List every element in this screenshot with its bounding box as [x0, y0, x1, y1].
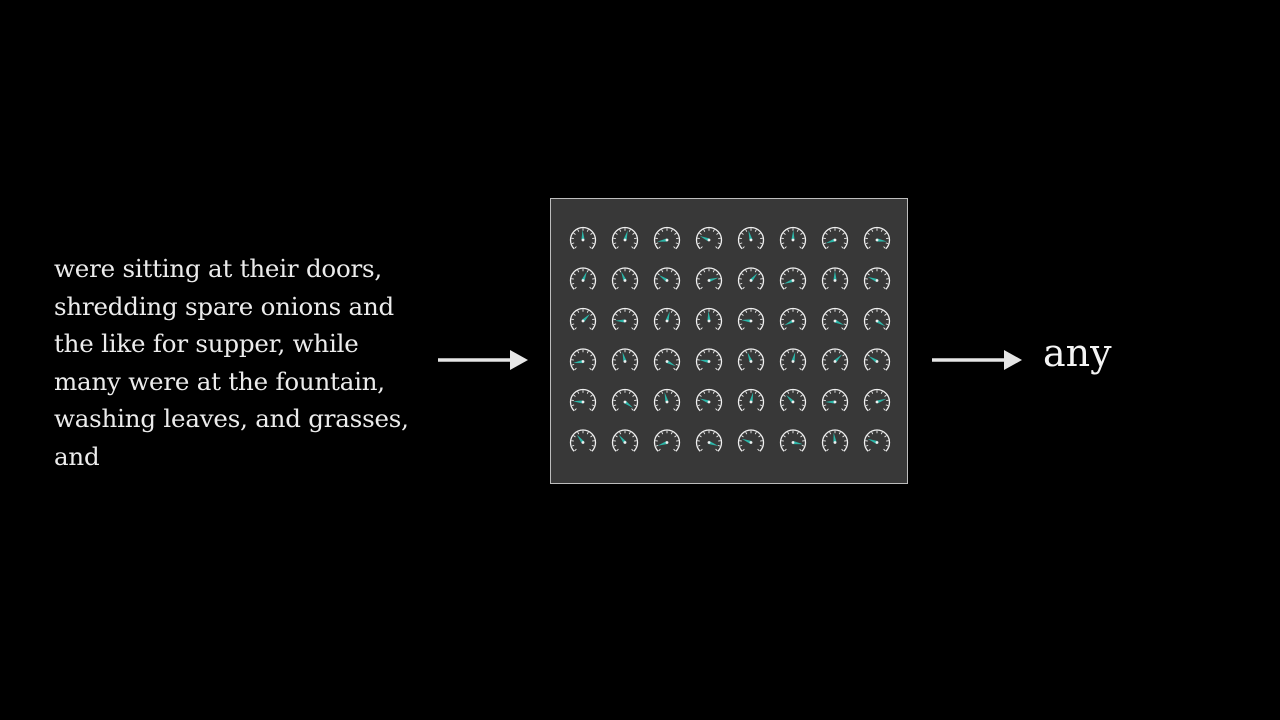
dial-icon	[821, 388, 849, 412]
dial-icon	[611, 429, 639, 452]
dial-icon	[569, 226, 597, 250]
output-word: any	[1043, 331, 1112, 375]
dial-icon	[863, 267, 891, 290]
dial-icon	[611, 307, 639, 331]
input-text-line: were sitting at their doors,	[54, 254, 383, 283]
dial-icon	[695, 429, 723, 452]
dial-icon	[863, 348, 891, 371]
dial-icon	[569, 388, 597, 412]
dial-icon	[737, 348, 765, 371]
input-arrow-icon	[438, 350, 528, 370]
input-text-block: were sitting at their doors, shredding s…	[54, 250, 434, 475]
dial-icon	[569, 267, 597, 290]
dial-icon	[737, 267, 765, 290]
dial-icon	[653, 429, 681, 452]
dial-icon	[737, 307, 765, 331]
dial-icon	[695, 307, 723, 331]
dial-icon	[653, 226, 681, 250]
dial-icon	[695, 388, 723, 412]
dial-icon	[863, 307, 891, 331]
dial-icon	[695, 226, 723, 250]
dial-icon	[611, 388, 639, 412]
dial-icon	[695, 348, 723, 371]
dial-icon	[821, 267, 849, 290]
input-text-line: and	[54, 441, 100, 471]
dial-icon	[653, 307, 681, 331]
input-text-line: washing leaves, and grasses,	[54, 404, 409, 433]
output-arrow-icon	[932, 350, 1022, 370]
dial-icon	[779, 226, 807, 250]
dial-icon	[569, 429, 597, 452]
dial-icon	[653, 388, 681, 412]
dial-icon	[779, 348, 807, 371]
input-text-line: many were at the fountain,	[54, 366, 385, 396]
dial-icon	[737, 226, 765, 250]
dial-icon	[821, 307, 849, 331]
dial-icon	[821, 429, 849, 452]
input-text-line: the like for supper, while	[54, 329, 359, 358]
dial-icon	[653, 348, 681, 371]
dial-icon	[779, 267, 807, 290]
model-parameter-box	[550, 198, 908, 484]
dial-icon	[737, 429, 765, 452]
dial-icon	[779, 388, 807, 412]
dial-icon	[569, 348, 597, 371]
dial-icon	[653, 267, 681, 290]
dial-icon	[779, 307, 807, 331]
dial-icon	[737, 388, 765, 412]
dial-icon	[611, 226, 639, 250]
input-text-line: shredding spare onions and	[54, 291, 395, 321]
dial-icon	[863, 388, 891, 412]
parameter-dials-grid	[569, 226, 891, 452]
dial-icon	[863, 429, 891, 452]
dial-icon	[569, 307, 597, 331]
dial-icon	[611, 267, 639, 290]
dial-icon	[863, 226, 891, 250]
dial-icon	[821, 348, 849, 371]
dial-icon	[779, 429, 807, 452]
dial-icon	[821, 226, 849, 250]
dial-icon	[695, 267, 723, 290]
dial-icon	[611, 348, 639, 371]
